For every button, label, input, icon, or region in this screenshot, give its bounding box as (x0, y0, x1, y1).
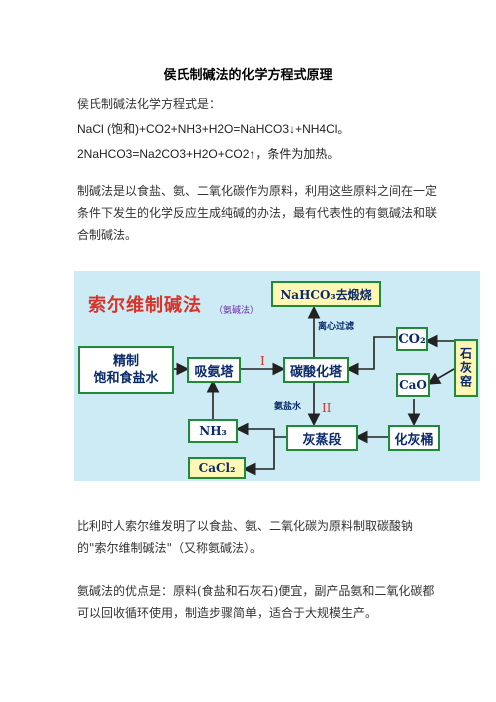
co2-box: CO₂ (396, 327, 428, 351)
centrifuge-label: 离心过滤 (318, 322, 355, 332)
cao-box: CaO (396, 373, 430, 397)
paragraph-solvay: 比利时人索尔维发明了以食盐、氨、二氧化碳为原料制取碳酸钠的"索尔维制碱法"（又称… (77, 519, 414, 555)
stage-2-label: II (322, 401, 332, 415)
paragraph-methods: 制碱法是以食盐、氨、二氧化碳作为原料，利用这些原料之间在一定条件下发生的化学反应… (77, 184, 438, 242)
ammonia-brine-label: 氨盐水 (274, 402, 302, 412)
intro-text: 侯氏制碱法化学方程式是： (77, 97, 222, 111)
lime-distillation-box: 灰蒸段 (286, 425, 358, 451)
ammonia-absorption-tower-box: 吸氨塔 (187, 357, 241, 383)
cacl2-box: CaCl₂ (188, 457, 246, 479)
paragraph-advantages: 氨碱法的优点是：原料(食盐和石灰石)便宜，副产品氨和二氧化碳都可以回收循环使用，… (77, 584, 435, 620)
lime-slaker-box: 化灰桶 (388, 425, 440, 451)
equation-2: 2NaHCO3=Na2CO3+H2O+CO2↑，条件为加热。 (77, 147, 340, 161)
diagram-title: 索尔维制碱法 (88, 295, 202, 316)
brine-line-1: 精制 (112, 354, 139, 369)
page-title: 侯氏制碱法的化学方程式原理 (163, 68, 333, 83)
solvay-process-diagram: 索尔维制碱法 （氨碱法） NaHCO₃去煅烧 离心过滤 精制 饱和食盐水 吸氨塔… (74, 271, 480, 481)
equation-1: NaCl (饱和)+CO2+NH3+H2O=NaHCO3↓+NH4Cl。 (77, 122, 350, 136)
refined-brine-box: 精制 饱和食盐水 (78, 346, 174, 394)
brine-line-2: 饱和食盐水 (93, 371, 159, 386)
stage-1-label: I (260, 354, 265, 368)
carbonation-tower-box: 碳酸化塔 (283, 357, 349, 383)
diagram-arrows (174, 305, 455, 476)
lime-kiln-box: 石灰窑 (454, 339, 478, 397)
nh3-box: NH₃ (188, 419, 238, 443)
nahco3-calcination-box: NaHCO₃去煅烧 (271, 281, 381, 307)
diagram-subtitle: （氨碱法） (214, 306, 260, 316)
